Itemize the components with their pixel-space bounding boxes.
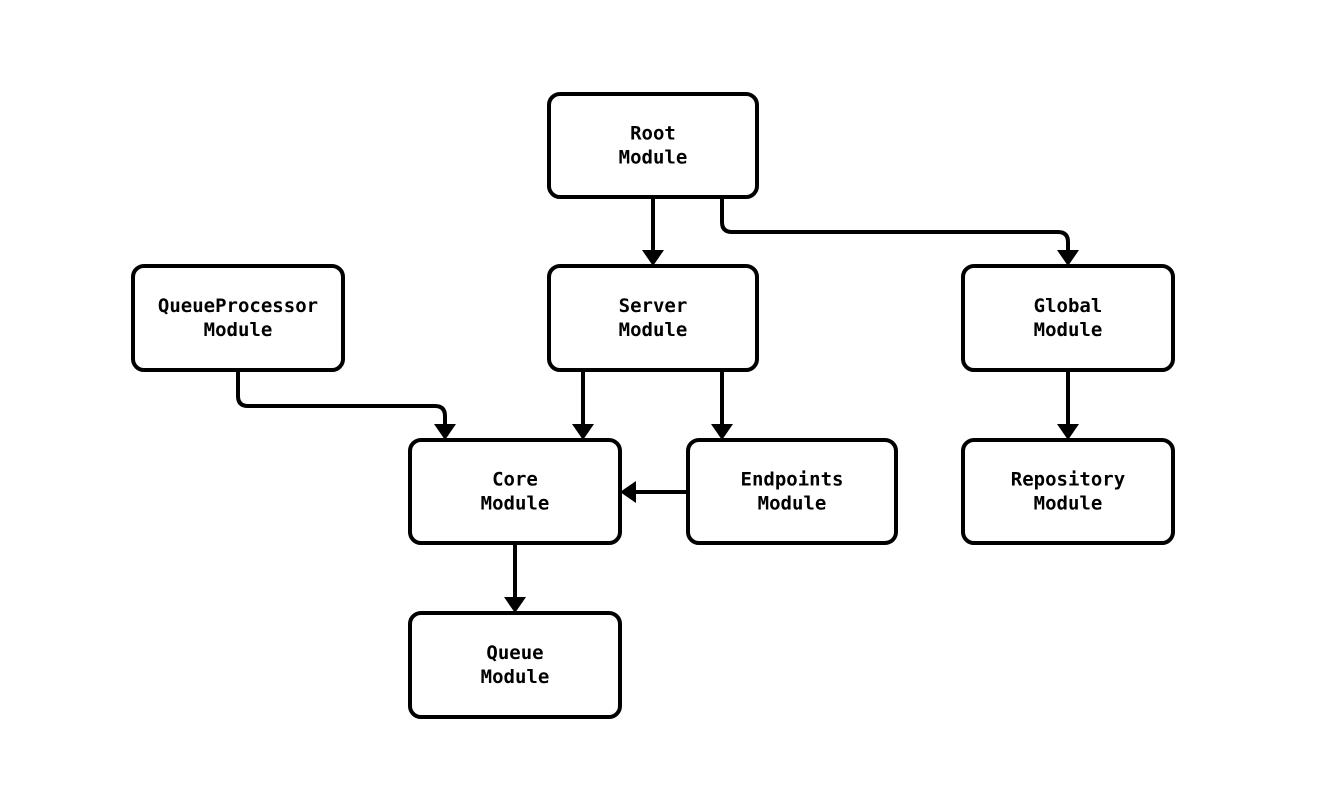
node-label-line1: Global [1034, 295, 1103, 317]
node-box[interactable] [547, 92, 759, 199]
edge-global-repository [1057, 370, 1079, 440]
node-box[interactable] [686, 438, 898, 545]
arrowhead-icon [711, 424, 733, 440]
arrowhead-icon [434, 424, 456, 440]
arrowhead-icon [620, 481, 636, 503]
edge-root-server [642, 197, 664, 266]
node-label-line2: Module [758, 492, 827, 514]
edges-layer [236, 197, 1079, 613]
node-label-line2: Module [481, 666, 550, 688]
edge-queueprocessor-core [236, 370, 456, 440]
node-box[interactable] [408, 438, 622, 545]
node-label-line2: Module [204, 319, 273, 341]
node-box[interactable] [131, 264, 345, 372]
node-label-line1: Endpoints [741, 468, 844, 490]
edge-root-global [720, 197, 1079, 266]
node-label-line1: Server [619, 295, 688, 317]
arrowhead-icon [1057, 250, 1079, 266]
node-label-line1: QueueProcessor [158, 295, 318, 317]
node-box[interactable] [408, 611, 622, 719]
node-label-line2: Module [619, 319, 688, 341]
edge-endpoints-core [620, 481, 688, 503]
edge-server-endpoints [711, 370, 733, 440]
node-label-line2: Module [1034, 492, 1103, 514]
node-box[interactable] [547, 264, 759, 372]
arrowhead-icon [1057, 424, 1079, 440]
node-label-line1: Core [492, 468, 538, 490]
node-box[interactable] [961, 264, 1175, 372]
arrowhead-icon [572, 424, 594, 440]
node-label-line2: Module [481, 492, 550, 514]
node-label-line1: Root [630, 122, 676, 144]
node-label-line1: Queue [486, 642, 543, 664]
arrowhead-icon [642, 250, 664, 266]
arrowhead-icon [504, 597, 526, 613]
edge-core-queue [504, 543, 526, 613]
node-label-line2: Module [1034, 319, 1103, 341]
edge-line [720, 197, 1070, 250]
node-label-line2: Module [619, 146, 688, 168]
node-box[interactable] [961, 438, 1175, 545]
node-label-line1: Repository [1011, 468, 1125, 490]
edge-server-core [572, 370, 594, 440]
edge-line [236, 370, 447, 424]
